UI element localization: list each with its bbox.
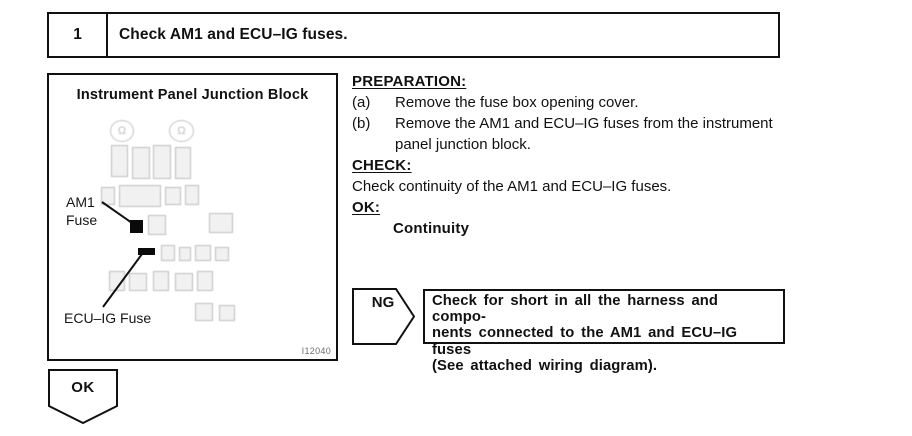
am1-fuse-label-line1: AM1	[66, 194, 95, 210]
step-title: Check AM1 and ECU–IG fuses.	[119, 26, 348, 43]
figure-id: I12040	[301, 346, 331, 356]
diagram-title: Instrument Panel Junction Block	[76, 87, 309, 103]
ng-pentagon-shape	[352, 288, 415, 345]
step-header: 1 Check AM1 and ECU–IG fuses.	[47, 12, 780, 58]
ok-badge: OK	[48, 369, 118, 424]
prep-step-b-text-line1: Remove the AM1 and ECU–IG fuses from the…	[395, 115, 773, 132]
prep-step-b: (b) Remove the AM1 and ECU–IG fuses from…	[352, 113, 797, 134]
am1-fuse-label: AM1 Fuse	[66, 193, 97, 229]
prep-step-b-label: (b)	[352, 115, 371, 132]
ecu-ig-fuse-label: ECU–IG Fuse	[64, 310, 152, 326]
prep-step-b-text-line2: panel junction block.	[395, 136, 531, 153]
ok-heading: OK:	[352, 199, 381, 216]
junction-block-art: Ω Ω	[49, 75, 336, 359]
ng-action-line2: nents connected to the AM1 and ECU–IG fu…	[432, 325, 738, 358]
ng-label: NG	[371, 294, 395, 311]
ok-label: OK	[71, 379, 95, 396]
am1-fuse-label-line2: Fuse	[66, 212, 98, 228]
ng-action-line3: (See attached wiring diagram).	[432, 357, 658, 374]
check-text: Check continuity of the AM1 and ECU–IG f…	[352, 178, 672, 195]
ok-pentagon-shape	[48, 369, 118, 424]
ng-action-box: Check for short in all the harness and c…	[423, 289, 785, 374]
ng-action-line1: Check for short in all the harness and c…	[432, 293, 719, 326]
omega-symbol: Ω	[169, 120, 194, 142]
ecu-ig-fuse-marker	[138, 248, 155, 255]
instructions: PREPARATION: (a) Remove the fuse box ope…	[352, 71, 797, 239]
check-heading: CHECK:	[352, 157, 412, 174]
prep-step-a: (a) Remove the fuse box opening cover.	[352, 92, 797, 113]
fuse-pointer-lines	[101, 201, 143, 308]
junction-block-diagram: Instrument Panel Junction Block Ω Ω	[47, 73, 338, 361]
prep-step-a-label: (a)	[352, 94, 371, 111]
step-number: 1	[49, 14, 108, 56]
ng-badge: NG	[352, 288, 415, 345]
omega-symbol: Ω	[110, 120, 134, 142]
prep-step-b-continued: panel junction block.	[352, 134, 797, 155]
ok-result-text: Continuity	[393, 220, 470, 237]
preparation-heading: PREPARATION:	[352, 73, 467, 90]
prep-step-a-text: Remove the fuse box opening cover.	[395, 94, 639, 111]
am1-fuse-marker	[130, 220, 143, 233]
